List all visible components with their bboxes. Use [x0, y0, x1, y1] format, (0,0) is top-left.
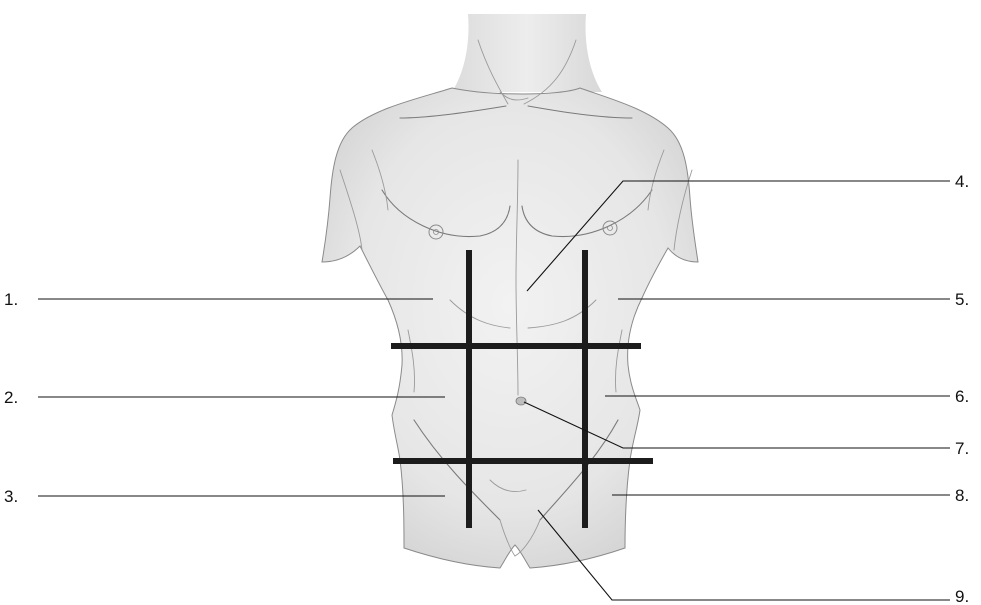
label-3: 3. [4, 487, 18, 506]
label-6: 6. [955, 387, 969, 406]
label-9: 9. [955, 587, 969, 605]
label-5: 5. [955, 290, 969, 309]
label-7: 7. [955, 439, 969, 458]
label-1: 1. [4, 290, 18, 309]
label-2: 2. [4, 388, 18, 407]
neck [452, 14, 602, 92]
label-8: 8. [955, 486, 969, 505]
label-4: 4. [955, 172, 969, 191]
torso-illustration [322, 14, 698, 568]
